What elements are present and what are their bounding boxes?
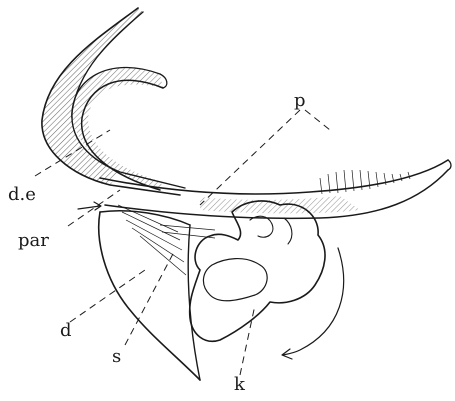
label-de: d.e	[8, 184, 36, 205]
label-k: k	[234, 374, 246, 395]
label-d: d	[60, 320, 72, 341]
label-p: p	[294, 90, 306, 111]
main-body	[100, 160, 451, 218]
label-par: par	[18, 230, 49, 251]
par-arrow	[78, 202, 101, 210]
rotation-arrow	[282, 248, 344, 359]
label-s: s	[112, 346, 121, 367]
coiled-organ	[190, 201, 325, 341]
